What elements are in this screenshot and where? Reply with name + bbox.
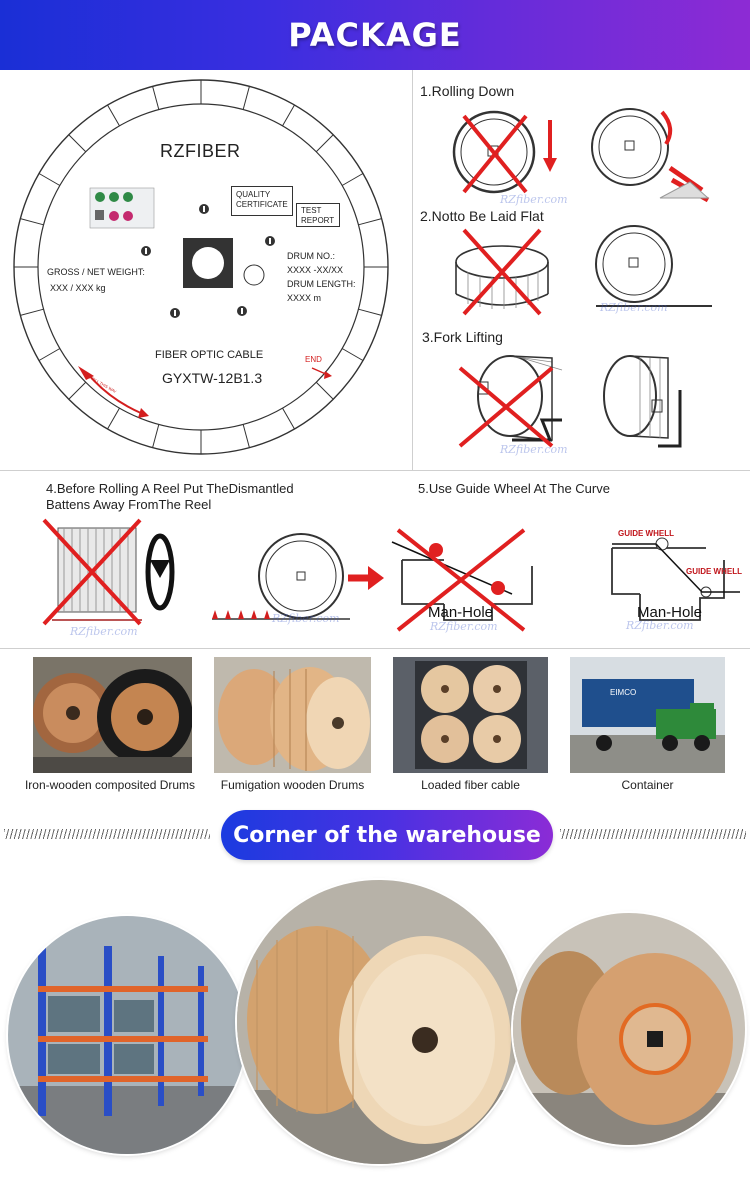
warehouse-photo-racks <box>8 916 246 1154</box>
step-rolling-down: 1.Rolling Down <box>420 83 515 99</box>
guide-wheel-label: GUIDE WHELL <box>686 567 742 576</box>
step-not-laid-flat: 2.Notto Be Laid Flat <box>420 208 544 224</box>
photo-caption: Iron-wooden composited Drums <box>24 778 196 792</box>
watermark: RZfiber.com <box>600 301 668 314</box>
photo-fumigation-drums <box>214 657 371 773</box>
drum-face-drawing <box>13 79 389 455</box>
step-remove-battens: 4.Before Rolling A Reel Put TheDismantle… <box>46 481 294 512</box>
drum-no-label: DRUM NO.: <box>287 251 335 261</box>
ring-tick <box>152 86 160 110</box>
ring-tick <box>315 381 334 400</box>
ring-tick <box>38 173 61 186</box>
ring-tick <box>341 173 364 186</box>
warehouse-photo-reels <box>513 913 745 1145</box>
ring-tick <box>282 104 295 127</box>
cable-model: GYXTW-12B1.3 <box>162 370 263 386</box>
ring-tick <box>107 407 120 430</box>
photo-container-truck: EIMCO <box>570 657 725 773</box>
handling-diagrams <box>452 108 712 448</box>
drum-no-value: XXXX -XX/XX <box>287 265 344 275</box>
photo-caption: Container <box>621 778 674 792</box>
photo-loaded-cable <box>393 657 548 773</box>
drum-length-label: DRUM LENGTH: <box>287 279 356 289</box>
rotate-arrow-icon <box>145 533 175 611</box>
ring-tick <box>282 407 295 430</box>
ring-tick <box>68 381 87 400</box>
panel-divider <box>412 70 413 470</box>
ring-tick <box>358 308 382 316</box>
ring-tick <box>358 218 382 226</box>
drum-label-diagram: RZFIBER QUALITY CERTIFICATE TEST REPORT … <box>0 70 412 470</box>
cable-type: FIBER OPTIC CABLE <box>155 349 264 361</box>
warehouse-title: Corner of the warehouse <box>233 822 541 848</box>
ring-tick <box>38 348 61 361</box>
brand-name: RZFIBER <box>160 141 241 161</box>
drum-length-value: XXXX m <box>287 293 322 303</box>
warning-cross-icon <box>452 110 557 194</box>
section-divider <box>0 470 750 471</box>
warning-cross-icon <box>42 518 142 626</box>
warehouse-photo-drums <box>237 880 521 1164</box>
watermark: RZfiber.com <box>500 193 568 206</box>
ring-tick <box>20 218 44 226</box>
photo-iron-wooden-drums <box>33 657 192 773</box>
warning-cross-icon <box>455 228 549 316</box>
test-report-box: TEST REPORT <box>296 203 340 227</box>
hatch-decoration <box>4 829 210 839</box>
watermark: RZfiber.com <box>272 612 340 625</box>
ring-tick <box>242 86 250 110</box>
ring-tick <box>20 308 44 316</box>
step-guide-wheel: 5.Use Guide Wheel At The Curve <box>418 481 610 496</box>
warning-cross-icon <box>458 355 563 448</box>
ring-tick <box>152 424 160 448</box>
manhole-label: Man-Hole <box>637 604 703 621</box>
weight-value: XXX / XXX kg <box>50 283 106 293</box>
watermark: RZfiber.com <box>430 620 498 633</box>
hatch-decoration <box>560 829 746 839</box>
step-fork-lifting: 3.Fork Lifting <box>422 329 503 345</box>
ring-tick <box>315 134 334 153</box>
step-diagrams <box>42 518 740 632</box>
page-title: PACKAGE <box>288 16 462 54</box>
watermark: RZfiber.com <box>626 619 694 632</box>
package-banner: PACKAGE <box>0 0 750 70</box>
ring-tick <box>242 424 250 448</box>
photo-caption: Loaded fiber cable <box>421 778 520 792</box>
ring-tick <box>107 104 120 127</box>
manhole-label: Man-Hole <box>428 604 494 621</box>
warehouse-title-badge: Corner of the warehouse <box>221 810 553 860</box>
ring-tick <box>341 348 364 361</box>
section-divider <box>0 648 750 649</box>
guide-wheel-label: GUIDE WHELL <box>618 529 674 538</box>
weight-label: GROSS / NET WEIGHT: <box>47 267 145 277</box>
quality-certificate-box: QUALITY CERTIFICATE <box>231 186 293 216</box>
watermark: RZfiber.com <box>500 443 568 456</box>
ring-tick <box>68 134 87 153</box>
container-text: EIMCO <box>610 688 636 697</box>
photo-caption: Fumigation wooden Drums <box>220 778 365 792</box>
watermark: RZfiber.com <box>70 625 138 638</box>
arrow-right-icon <box>348 566 384 590</box>
end-label: END <box>305 355 322 364</box>
